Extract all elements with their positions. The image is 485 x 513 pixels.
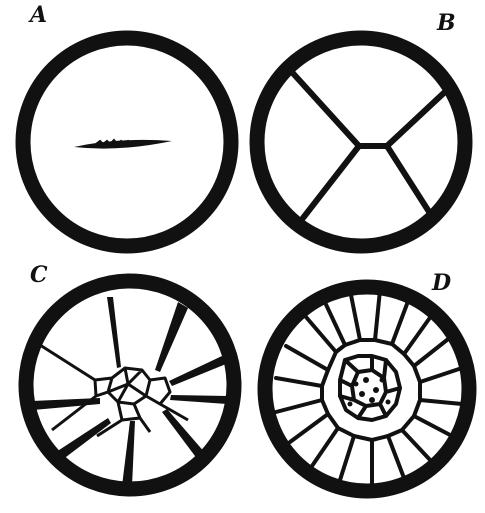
panel-b-wall-lower-right: [387, 146, 433, 218]
panel-d-nucleus-7: [348, 402, 353, 407]
panel-label-c: C: [30, 262, 48, 288]
panel-c-wedge-1: [107, 297, 121, 368]
panel-d-nucleus-8: [386, 400, 391, 405]
panel-c-wedge-4: [170, 395, 228, 404]
panel-d-cell-network: [322, 340, 420, 440]
panel-b-diagram: [257, 38, 465, 246]
panel-d-nucleus-3: [359, 391, 365, 397]
panel-d-nucleus-1: [363, 377, 369, 383]
panel-d-diagram: [265, 287, 469, 491]
panel-d-nucleus-6: [380, 378, 385, 383]
panel-label-a: A: [30, 2, 47, 28]
panel-c-wedge-2: [155, 302, 188, 372]
panel-b-wall-upper-right: [387, 90, 447, 146]
panel-b-wall-lower-left: [303, 146, 359, 218]
panel-d-nucleus-4: [369, 397, 375, 403]
panel-b-wall-upper-left: [290, 70, 359, 146]
panel-c-diagram: [26, 281, 234, 489]
panel-c-central-cells: [95, 368, 170, 420]
panel-c-wedge-3: [169, 356, 226, 386]
panel-a-diagram: [23, 38, 231, 246]
panel-d-nucleus-5: [354, 382, 359, 387]
panel-label-d: D: [432, 270, 451, 296]
panel-d-ring: [265, 287, 469, 491]
panel-d-nucleus-2: [373, 387, 379, 393]
panel-c-wedge-6: [122, 421, 135, 486]
panel-label-b: B: [437, 10, 456, 36]
panel-c-wedge-7: [56, 418, 111, 460]
